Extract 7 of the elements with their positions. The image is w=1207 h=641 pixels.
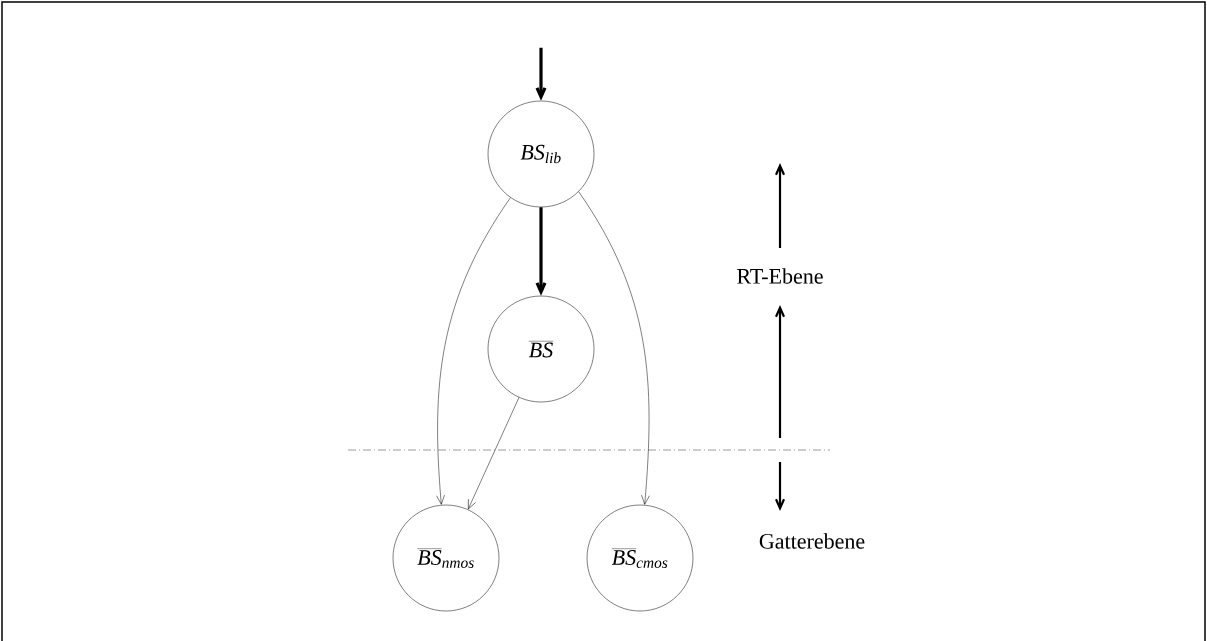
arrow <box>468 397 520 510</box>
level-label: Gatterebene <box>759 533 865 549</box>
arrow <box>436 197 511 505</box>
arrow <box>535 47 547 101</box>
arrow <box>535 207 547 296</box>
level-label: RT-Ebene <box>737 268 823 284</box>
arrow <box>578 191 650 505</box>
